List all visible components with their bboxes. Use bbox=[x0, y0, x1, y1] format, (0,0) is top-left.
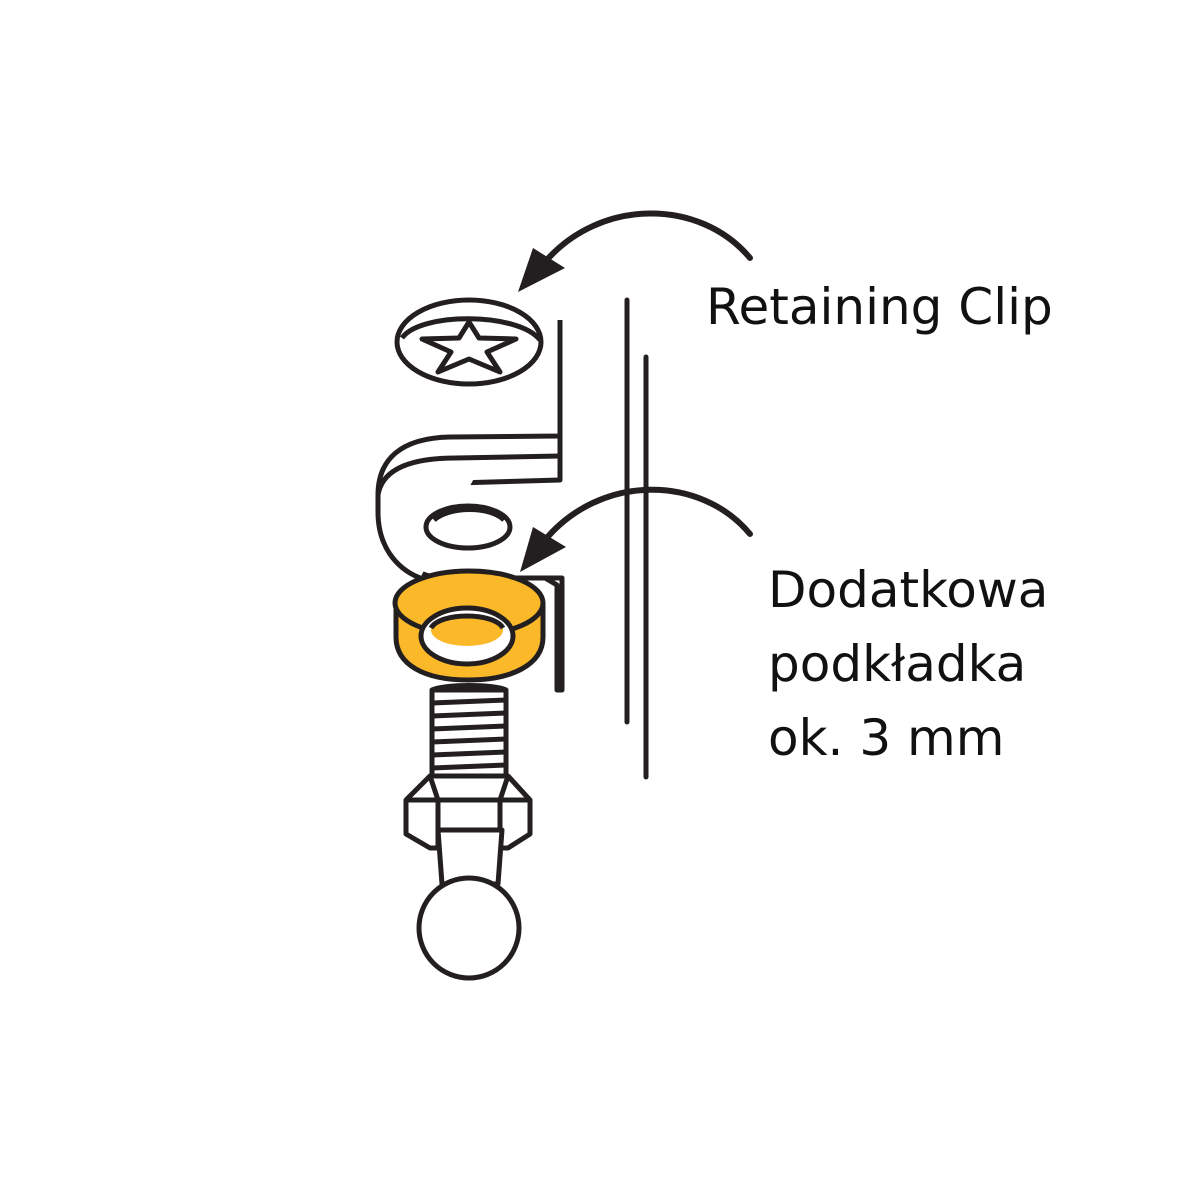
washer-label-line-3: ok. 3 mm bbox=[768, 709, 1005, 767]
washer-label: Dodatkowa podkładka ok. 3 mm bbox=[768, 553, 1048, 775]
star-clip-icon bbox=[394, 297, 544, 387]
spacer-washer-icon bbox=[392, 568, 546, 683]
panel-lines bbox=[624, 297, 649, 780]
ball-stud-icon bbox=[403, 683, 533, 981]
arrow-to-clip bbox=[518, 210, 753, 292]
retaining-clip-label: Retaining Clip bbox=[706, 278, 1053, 336]
arrow-to-washer bbox=[520, 486, 753, 572]
washer-label-line-2: podkładka bbox=[768, 635, 1027, 693]
washer-label-line-1: Dodatkowa bbox=[768, 561, 1049, 619]
